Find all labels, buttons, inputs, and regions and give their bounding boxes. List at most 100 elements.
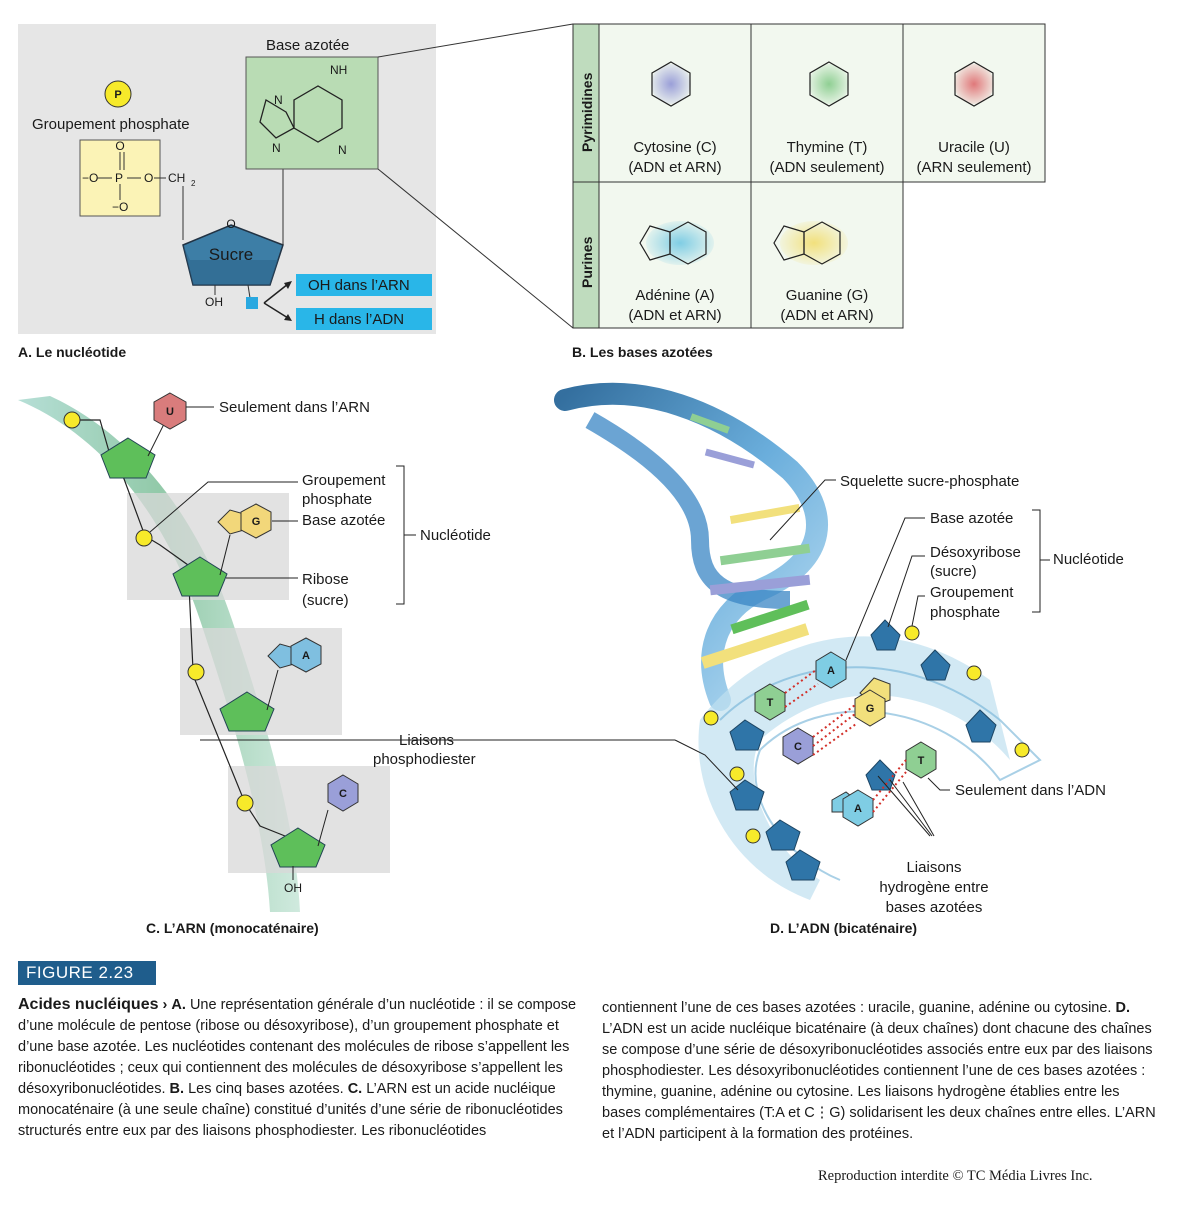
panel-d-dna: A T G C T A Squelette sucre-phosphate <box>368 382 1124 936</box>
uracil-structure <box>954 61 994 107</box>
copyright-credit: Reproduction interdite © TC Média Livres… <box>818 1168 1093 1184</box>
phosphate-o-minus-bottom: −O <box>112 200 128 214</box>
phosphate-badge-letter: P <box>114 89 121 101</box>
panel-d-caption: D. L’ADN (bicaténaire) <box>770 920 917 936</box>
base-box-a <box>245 56 379 170</box>
phosphate-p: P <box>115 171 123 185</box>
caption-text-c: L’ARN est un acide nucléique monocaténai… <box>18 1081 563 1139</box>
h-dna-box <box>296 308 432 330</box>
rna-phosphates <box>63 411 254 812</box>
h-dna-label: H dans l’ADN <box>314 311 404 328</box>
deoxyribose-label-2: (sucre) <box>930 563 977 580</box>
dna-upper-rungs <box>689 413 811 669</box>
dna-nucleotide-label: Nucléotide <box>1053 551 1124 568</box>
caption-d: D. <box>1115 1000 1131 1016</box>
panel-b-purines-header <box>572 181 600 329</box>
rna-phosphate-label-2: phosphate <box>302 491 372 508</box>
thymine-name: Thymine (T) <box>787 139 868 156</box>
rna-base-c <box>327 774 359 812</box>
phosphate-badge <box>104 80 132 108</box>
phosphate-o-right: O <box>144 171 153 185</box>
sugar-o: O <box>226 217 235 231</box>
adenine-name: Adénine (A) <box>635 287 714 304</box>
adenine-n3: N <box>338 143 347 157</box>
adenine-note: (ADN et ARN) <box>628 307 721 324</box>
panel-a-caption: A. Le nucléotide <box>18 344 126 360</box>
uracil-note: (ARN seulement) <box>916 159 1031 176</box>
caption-right: contiennent l’une de ces bases azotées :… <box>602 998 1157 1145</box>
rna-phosphate-label-1: Groupement <box>302 472 386 489</box>
dna-base-t2 <box>905 741 937 779</box>
caption-text-a: Une représentation générale d’un nucléot… <box>18 997 577 1097</box>
thymine-note: (ADN seulement) <box>769 159 884 176</box>
panel-b-bases: Pyrimidines Purines Cytosine (C) (ADN et… <box>572 23 1046 360</box>
only-rna-label: Seulement dans l’ARN <box>219 399 370 416</box>
caption-title: Acides nucléiques <box>18 996 159 1013</box>
cytosine-structure <box>651 61 691 107</box>
caption-a: A. <box>171 997 186 1013</box>
rna-base-a-letter: A <box>302 650 310 662</box>
rna-base-g <box>240 503 272 539</box>
uracil-name: Uracile (U) <box>938 139 1010 156</box>
phosphate-o-top: O <box>115 139 124 153</box>
dna-base-t2-letter: T <box>918 755 925 767</box>
rna-base-c-letter: C <box>339 788 347 800</box>
backbone-label: Squelette sucre-phosphate <box>840 473 1019 490</box>
caption-left: Acides nucléiques › A. Une représentatio… <box>18 994 578 1142</box>
pyrimidines-label: Pyrimidines <box>579 72 595 152</box>
rna-base-label: Base azotée <box>302 512 385 529</box>
dna-base-t1-letter: T <box>767 697 774 709</box>
oh-rna-box <box>296 274 432 296</box>
guanine-note: (ADN et ARN) <box>780 307 873 324</box>
base-azotee-label-a: Base azotée <box>266 37 349 54</box>
variable-group-square <box>246 297 258 309</box>
dna-helix-top <box>554 382 828 711</box>
phosphate-group-label: Groupement phosphate <box>32 116 190 133</box>
bonds-label-2: phosphodiester <box>373 751 476 768</box>
guanine-name: Guanine (G) <box>786 287 869 304</box>
caption-b: B. <box>169 1081 185 1097</box>
caption-c: C. <box>347 1081 363 1097</box>
panel-b-caption: B. Les bases azotées <box>572 344 713 360</box>
oh-label: OH <box>205 295 223 309</box>
oh-rna-label: OH dans l’ARN <box>308 277 410 294</box>
dna-base-a2-letter: A <box>854 803 862 815</box>
dna-sugars <box>729 619 997 881</box>
hydrogen-bonds <box>784 669 907 813</box>
adenine-n1: N <box>274 93 283 107</box>
guanine-structure <box>773 221 848 265</box>
dna-base-g <box>854 689 886 727</box>
dna-base-a1-letter: A <box>827 665 835 677</box>
figure-canvas: P Groupement phosphate O −O P O −O CH 2 … <box>18 23 1124 936</box>
ch2-label: CH <box>168 171 185 185</box>
hbond-label-1: Liaisons <box>906 859 961 876</box>
thymine-structure <box>809 61 849 107</box>
rna-base-u <box>153 392 187 430</box>
dna-base-label: Base azotée <box>930 510 1013 527</box>
dna-phosphate-label-2: phosphate <box>930 604 1000 621</box>
caption-text-d: L’ADN est un acide nucléique bicaténaire… <box>602 1021 1156 1142</box>
dna-strand-outer <box>698 636 1010 900</box>
cytosine-note: (ADN et ARN) <box>628 159 721 176</box>
figure-badge: FIGURE 2.23 <box>18 961 156 985</box>
hbond-label-2: hydrogène entre <box>879 879 988 896</box>
rna-base-u-letter: U <box>166 406 174 418</box>
dna-base-a1 <box>815 651 847 689</box>
caption-text-b: Les cinq bases azotées. <box>188 1081 344 1097</box>
dna-phosphates <box>703 625 1030 844</box>
adenine-nh2-a: NH <box>330 63 347 77</box>
rna-base-a <box>290 637 322 673</box>
purines-label: Purines <box>579 236 595 288</box>
caption-arrow: › <box>162 997 168 1013</box>
ribose-label-2: (sucre) <box>302 592 349 609</box>
ribose-label-1: Ribose <box>302 571 349 588</box>
panel-b-pyrimidines-header <box>572 23 600 183</box>
hbond-label-3: bases azotées <box>886 899 983 916</box>
caption-text-c-cont: contiennent l’une de ces bases azotées :… <box>602 1000 1112 1016</box>
dna-phosphate-label-1: Groupement <box>930 584 1014 601</box>
phosphate-o-minus-left: −O <box>82 171 98 185</box>
panel-c-rna: U G A C Seulement dans l’ARN Groupement … <box>18 392 491 936</box>
deoxyribose-label-1: Désoxyribose <box>930 544 1021 561</box>
rna-nucleotide-label: Nucléotide <box>420 527 491 544</box>
dna-base-c-letter: C <box>794 741 802 753</box>
